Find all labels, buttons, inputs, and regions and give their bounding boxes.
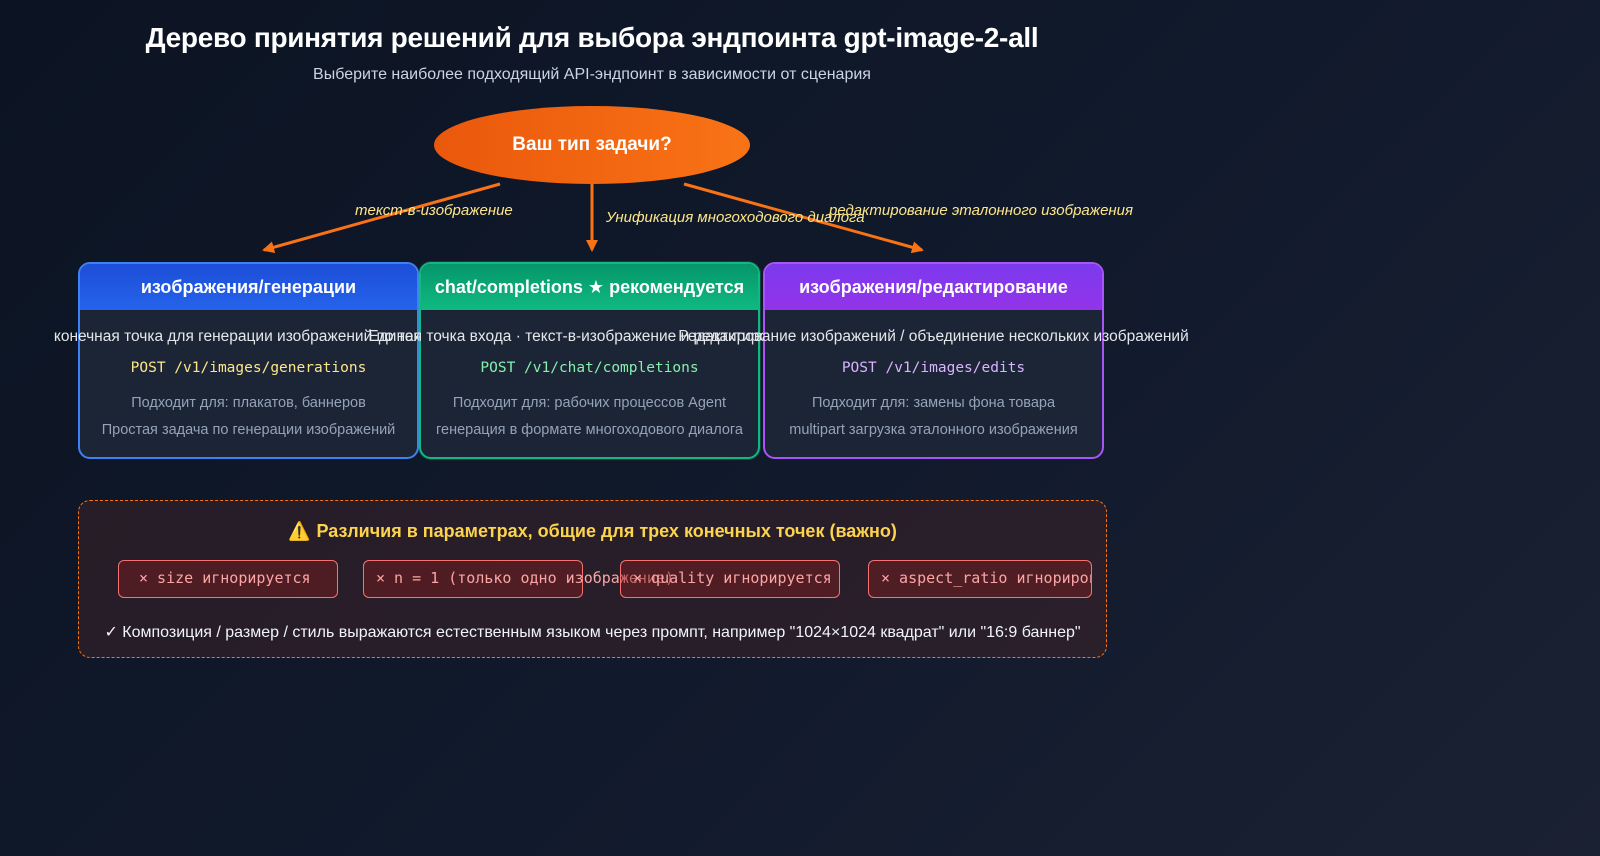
card-generations-title: изображения/генерации [80,264,417,310]
card-generations-desc: конечная точка для генерации изображений… [53,328,444,345]
card-generations-fit: Подходит для: плакатов, баннеров [131,395,366,411]
warning-icon: ⚠️ [288,521,311,541]
card-chat-desc: Единая точка входа · текст-в-изображение… [368,328,811,345]
card-generations-note: Простая задача по генерации изображений [101,422,396,438]
edge-label-text-to-image: текст-в-изображение [355,202,513,219]
card-generations-endpoint: POST /v1/images/generations [130,360,367,376]
card-edits-endpoint: POST /v1/images/edits [841,360,1026,376]
params-title: ⚠️Различия в параметрах, общие для трех … [79,521,1106,542]
params-panel: ⚠️Различия в параметрах, общие для трех … [78,500,1107,658]
card-chat-endpoint: POST /v1/chat/completions [480,360,699,376]
page-subtitle: Выберите наиболее подходящий API-эндпоин… [313,66,871,83]
card-chat-title: chat/completions ★ рекомендуется [421,264,758,310]
card-edits-note: multipart загрузка эталонного изображени… [789,422,1078,438]
card-edits: изображения/редактирование Редактировани… [678,262,1189,459]
params-title-text: Различия в параметрах, общие для трех ко… [316,521,897,541]
param-pill-size: × size игнорируется [118,560,338,598]
card-chat-note: генерация в формате многоходового диалог… [436,422,743,438]
edge-label-reference-edit: редактирование эталонного изображения [829,202,1134,219]
param-pill-quality: × quality игнорируется [620,560,840,598]
card-chat-completions: chat/completions ★ рекомендуется Единая … [368,262,811,459]
page-title: Дерево принятия решений для выбора эндпо… [145,22,1039,53]
card-generations: изображения/генерации конечная точка для… [54,262,443,459]
param-pill-aspect-ratio: × aspect_ratio игнорировать [868,560,1092,598]
root-decision-node: Ваш тип задачи? [434,106,750,184]
card-edits-title: изображения/редактирование [765,264,1102,310]
edge-label-multiturn: Унификация многоходового диалога [606,209,865,226]
param-pill-n: × n = 1 (только одно изображение) [363,560,674,598]
root-label: Ваш тип задачи? [512,134,672,155]
card-edits-desc: Редактирование изображений / объединение… [678,328,1189,345]
card-chat-fit: Подходит для: рабочих процессов Agent [452,395,727,411]
card-edits-fit: Подходит для: замены фона товара [811,395,1056,411]
params-footnote: ✓ Композиция / размер / стиль выражаются… [104,624,1081,641]
